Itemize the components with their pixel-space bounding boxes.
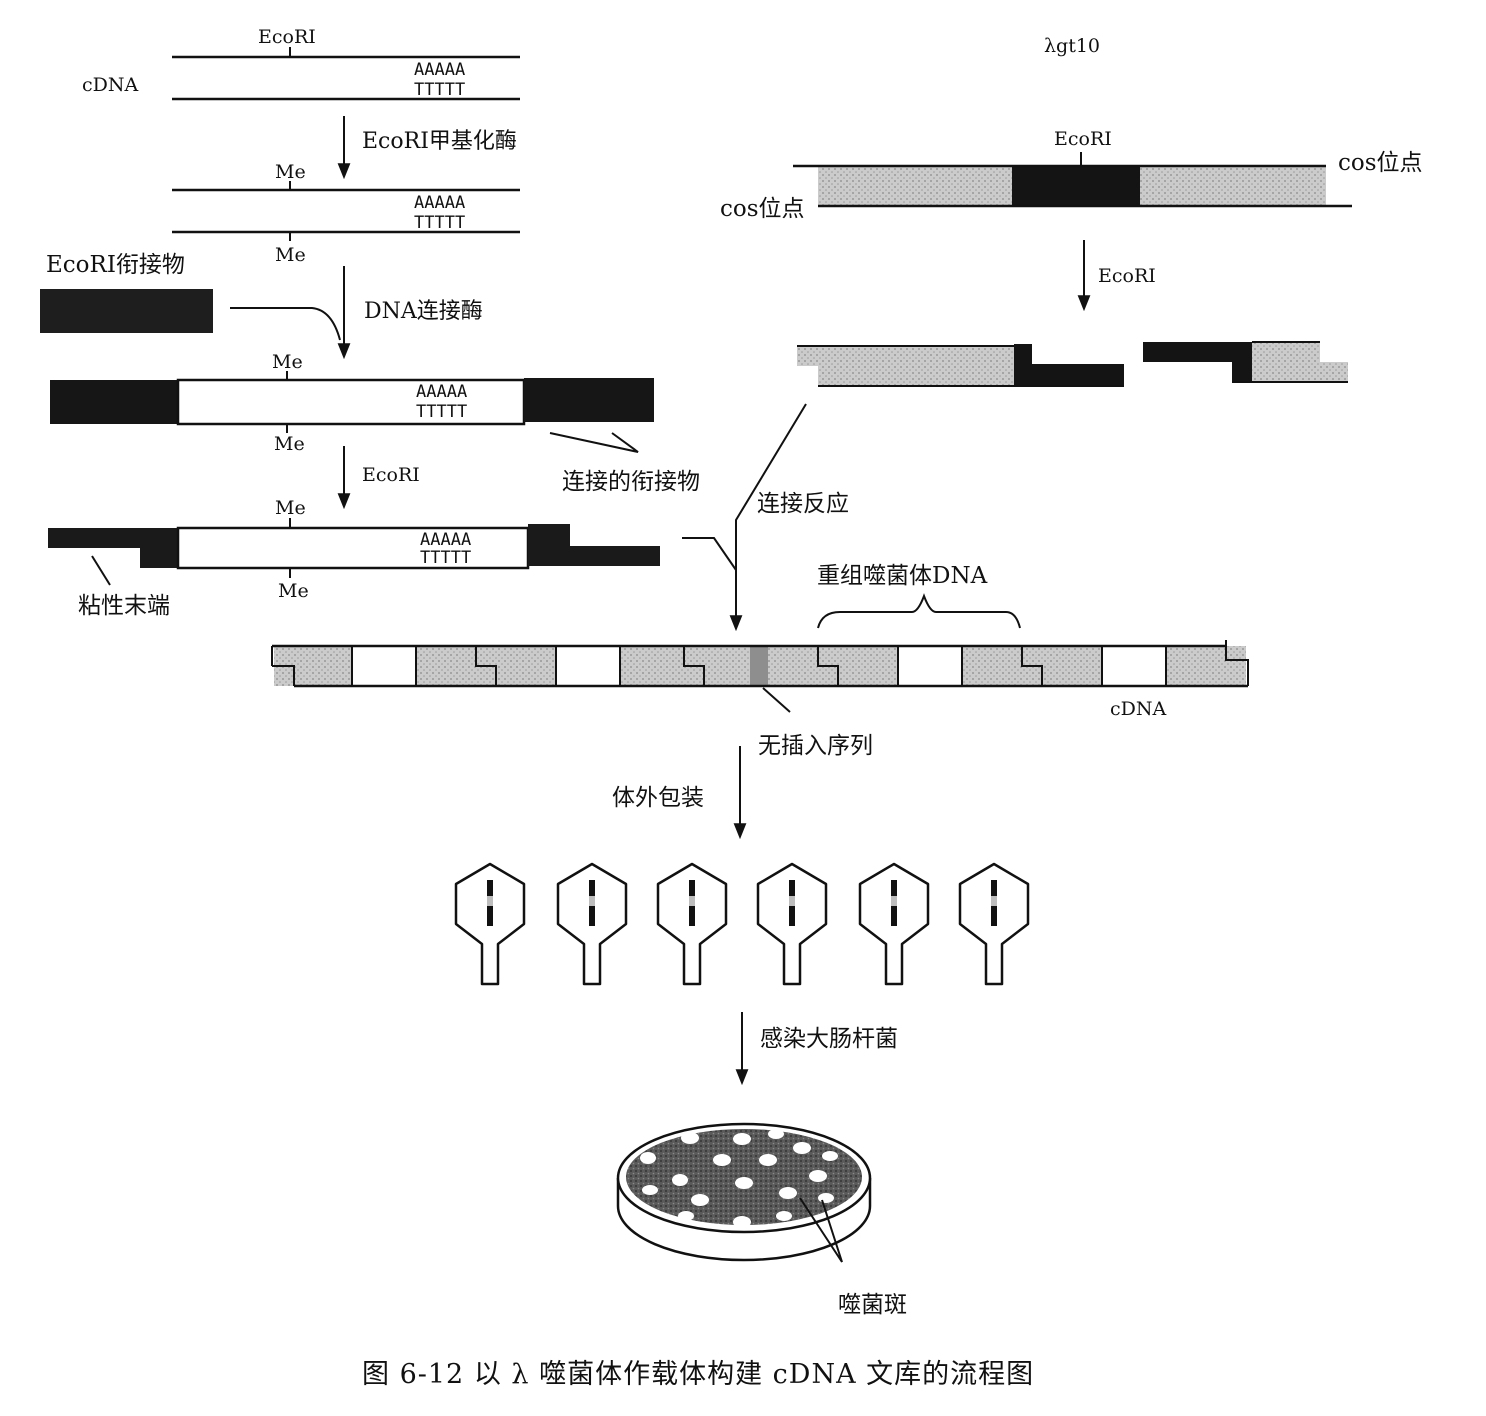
poly-a-tail-3: AAAAA [416,382,467,402]
recombinant-concatemer [271,640,1249,688]
phage-particle [858,862,930,986]
plaque-pointer [799,1197,843,1263]
me-label-bottom-2: Me [274,433,305,455]
phage-particle [556,862,628,986]
plaques-on-plate [640,1129,838,1228]
sticky-end-label: 粘性末端 [78,593,170,619]
step-ligase-label: DNA连接酶 [364,299,483,324]
sticky-end-pointer [91,555,111,586]
poly-t-tail-3: TTTTT [416,402,467,422]
vector-left-arm [797,344,1124,387]
ecori-site-label: EcoRI [258,26,316,48]
no-insert-label: 无插入序列 [758,733,873,759]
cdna-bottom-label: cDNA [1110,698,1166,720]
me-label-top-2: Me [272,351,303,373]
vector-ecori-label: EcoRI [1054,128,1112,150]
plaques-label: 噬菌斑 [838,1292,907,1318]
cos-site-left-label: cos位点 [720,196,805,222]
cos-site-right-label: cos位点 [1338,150,1423,176]
cdna-to-ligation-line [682,537,737,571]
in-vitro-packaging-label: 体外包装 [612,785,704,811]
poly-t-tail-4: TTTTT [420,548,471,568]
recombinant-dna-label: 重组噬菌体DNA [817,563,988,589]
infect-ecoli-label: 感染大肠杆菌 [760,1026,898,1052]
ligation-reaction-label: 连接反应 [757,491,849,517]
me-label-top-3: Me [275,497,306,519]
vector-right-arm [1143,341,1348,383]
me-label-top-1: Me [275,161,306,183]
methylated-cdna [172,181,520,241]
phage-particle [656,862,728,986]
vector-ecori-step-label: EcoRI [1098,265,1156,287]
ecori-linker [40,289,213,333]
phage-particles [454,862,1030,986]
linker-joining-line [230,307,341,341]
linker-label: EcoRI衔接物 [46,252,185,278]
me-label-bottom-1: Me [275,244,306,266]
cdna-sticky-ends [48,518,660,578]
cdna-duplex [172,47,520,101]
no-insert-pointer [762,687,791,713]
cdna-label: cDNA [82,74,138,96]
arrow-ligation-reaction [729,403,807,632]
step-ecori-label: EcoRI [362,464,420,486]
poly-a-tail-4: AAAAA [420,530,471,550]
step-methylase-label: EcoRI甲基化酶 [362,129,517,154]
phage-particle [756,862,828,986]
poly-t-tail: TTTTT [414,80,465,100]
recombinant-brace [817,593,1021,629]
cdna-with-linkers [50,371,654,433]
ligated-linkers-label: 连接的衔接物 [562,469,700,495]
figure-caption: 图 6-12 以 λ 噬菌体作载体构建 cDNA 文库的流程图 [362,1359,1034,1390]
poly-a-tail: AAAAA [414,60,465,80]
poly-a-tail-2: AAAAA [414,193,465,213]
poly-t-tail-2: TTTTT [414,213,465,233]
vector-name-label: λgt10 [1044,35,1100,57]
phage-particle [454,862,526,986]
phage-particle [958,862,1030,986]
ligated-linker-pointer [549,432,639,453]
lambda-vector-dna [793,152,1352,208]
me-label-bottom-3: Me [278,580,309,602]
